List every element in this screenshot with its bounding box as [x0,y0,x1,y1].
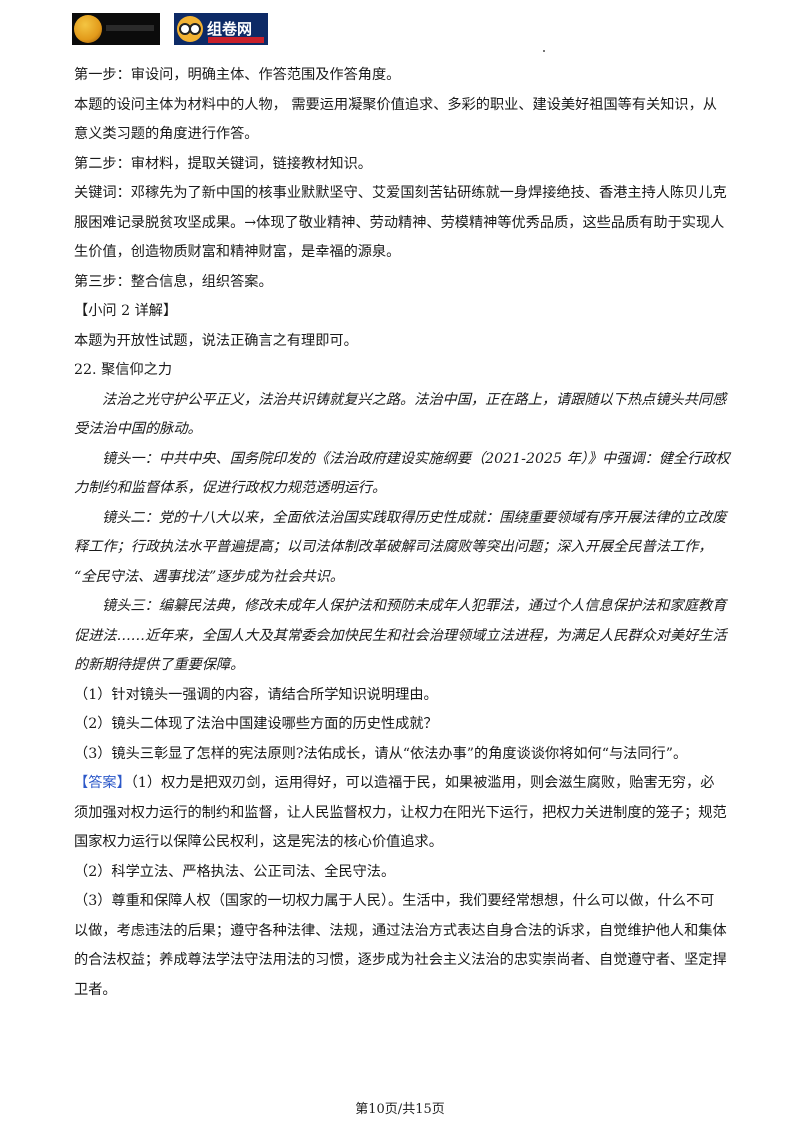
material-line: “全民守法、遇事找法”逐步成为社会共识。 [74,569,344,585]
paragraph-line: 本题为开放性试题，说法正确言之有理即可。 [74,333,358,349]
material-line: 镜头三：编纂民法典，修改未成年人保护法和预防未成年人犯罪法，通过个人信息保护法和… [102,598,727,614]
question-item: （3）镜头三彰显了怎样的宪法原则?法佑成长，请从“依法办事”的角度谈谈你将如何“… [74,746,688,762]
header-logos: 组卷网 [72,12,268,46]
answer-line: （3）尊重和保障人权（国家的一切权力属于人民）。生活中，我们要经常想想，什么可以… [74,893,715,909]
answer-line: 的合法权益；养成尊法学法守法用法的习惯，逐步成为社会主义法治的忠实崇尚者、自觉遵… [74,952,727,968]
paragraph-line: 服困难记录脱贫攻坚成果。→体现了敬业精神、劳动精神、劳模精神等优秀品质，这些品质… [74,215,725,231]
question-item: （1）针对镜头一强调的内容，请结合所学知识说明理由。 [74,687,438,703]
subquestion-heading: 【小问 2 详解】 [74,303,178,319]
paragraph-line: 关键词：邓稼先为了新中国的核事业默默坚守、艾爱国刻苦钻研练就一身焊接绝技、香港主… [74,185,727,201]
material-line: 释工作；行政执法水平普遍提高；以司法体制改革破解司法腐败等突出问题；深入开展全民… [74,539,713,555]
logo-text: 组卷网 [207,20,253,38]
mascot-icon [74,15,102,43]
paragraph-line: 意义类习题的角度进行作答。 [74,126,259,142]
material-line: 镜头二：党的十八大以来，全面依法治国实践取得历史性成就：围绕重要领域有序开展法律… [102,510,727,526]
material-line: 促进法……近年来，全国人大及其常委会加快民生和社会治理领域立法进程，为满足人民群… [74,628,727,644]
paragraph-line: 本题的设问主体为材料中的人物， 需要运用凝聚价值追求、多彩的职业、建设美好祖国等… [74,97,717,113]
owl-icon [177,16,203,42]
material-line: 法治之光守护公平正义，法治共识铸就复兴之路。法治中国，正在路上，请跟随以下热点镜… [102,392,727,408]
paragraph-line: 生价值，创造物质财富和精神财富，是幸福的源泉。 [74,244,401,260]
answer-line: 须加强对权力运行的制约和监督，让人民监督权力，让权力在阳光下运行，把权力关进制度… [74,805,727,821]
step1-line: 第一步：审设问，明确主体、作答范围及作答角度。 [74,67,401,83]
answer-line: 以做，考虑违法的后果；遵守各种法律、法规，通过法治方式表达自身合法的诉求，自觉维… [74,923,727,939]
question-title: 22. 聚信仰之力 [74,362,173,378]
material-line: 的新期待提供了重要保障。 [74,657,245,673]
material-line: 镜头一：中共中央、国务院印发的《法治政府建设实施纲要（2021-2025 年）》… [102,451,730,467]
answer-line: （2）科学立法、严格执法、公正司法、全民守法。 [74,864,396,880]
site-logo-left [72,13,160,45]
step2-line: 第二步：审材料，提取关键词，链接教材知识。 [74,156,372,172]
answer-tag: 【答案】 [74,775,131,791]
question-item: （2）镜头二体现了法治中国建设哪些方面的历史性成就？ [74,716,438,732]
answer-line: 国家权力运行以保障公民权利，这是宪法的核心价值追求。 [74,834,443,850]
answer-line: 【答案】（1）权力是把双刃剑，运用得好，可以造福于民，如果被滥用，则会滋生腐败，… [74,775,715,791]
answer-line: 卫者。 [74,982,117,998]
material-line: 力制约和监督体系，促进行政权力规范透明运行。 [74,480,387,496]
material-line: 受法治中国的脉动。 [74,421,202,437]
zujuanwang-logo: 组卷网 [174,13,268,45]
step3-line: 第三步：整合信息，组织答案。 [74,274,273,290]
page-number: 第10页/共15页 [355,1102,445,1117]
